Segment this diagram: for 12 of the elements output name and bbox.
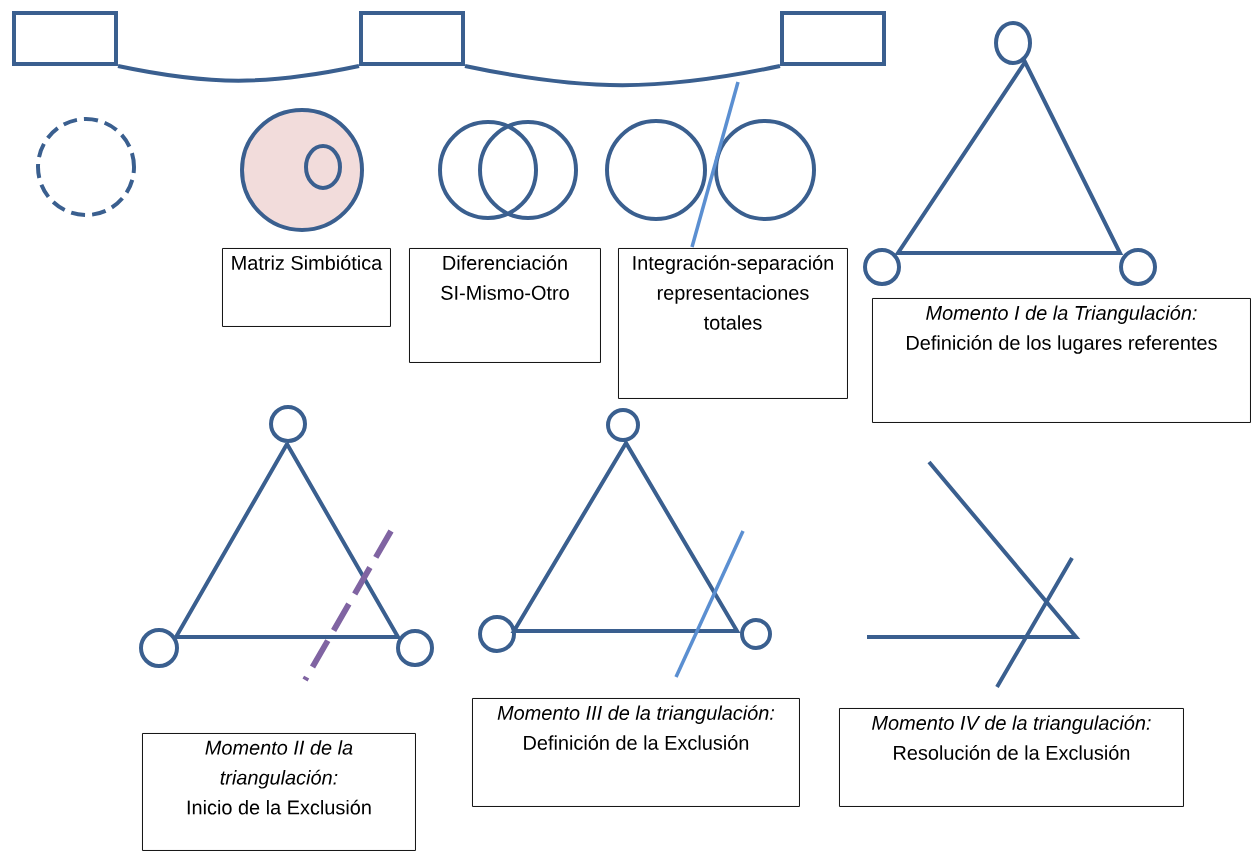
text-box: Momento III de la triangulación: Definición de la Exclusión [472,698,800,807]
empty-box [780,11,886,66]
text-box: Momento II de la triangulación: Inicio de la Exclusión [142,733,416,851]
empty-box [12,11,118,66]
empty-box [359,11,465,66]
connector-line [464,64,781,88]
text-box: Diferenciación SI-Mismo-Otro [409,248,601,363]
text-box: Matriz Simbiótica [222,248,391,327]
text-box: Momento I de la Triangulación: Definición de los lugares referentes [872,298,1251,423]
connector-line [117,64,360,83]
text-box: Momento IV de la triangulación: Resolución de la Exclusión [839,708,1184,807]
text-box: Integración-separación representaciones totales [618,248,848,399]
